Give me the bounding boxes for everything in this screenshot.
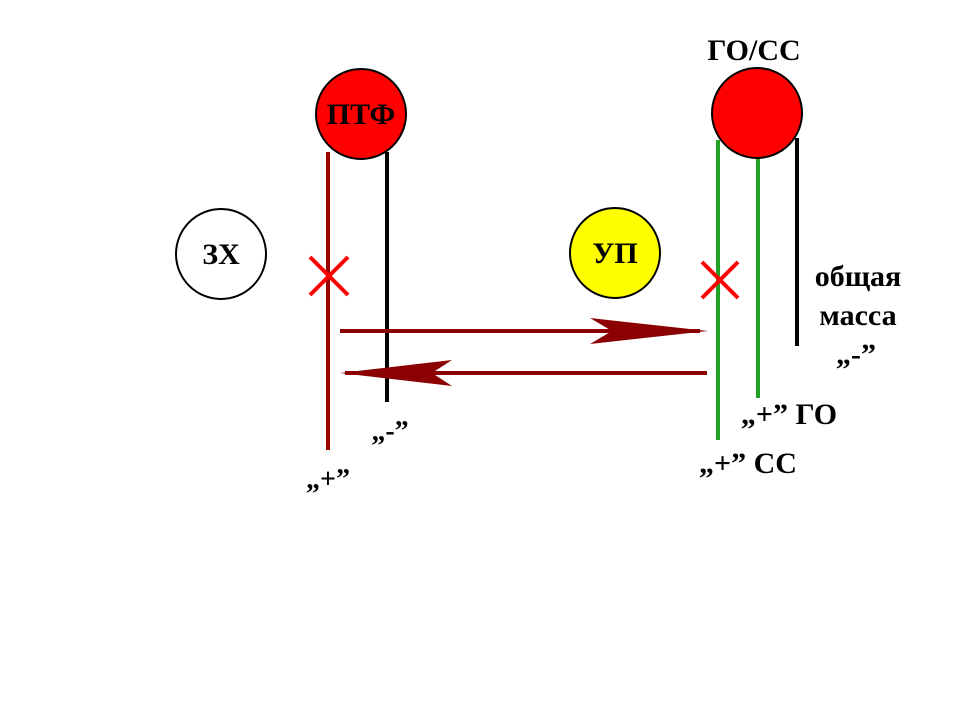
go-ss-circle: [711, 67, 803, 159]
up-circle: [569, 207, 661, 299]
ground-label-line3: „-”: [836, 338, 876, 371]
ptf-node: ПТФ: [315, 68, 407, 160]
arrow-to-right: [340, 318, 708, 344]
cross-mark-ptf: [308, 255, 350, 297]
ptf-minus-label: „-”: [371, 416, 408, 447]
arrow-to-left: [340, 360, 707, 386]
ground-label-line2: масса: [819, 299, 896, 332]
zx-circle: [175, 208, 267, 300]
ground-label-line1: общая: [815, 260, 902, 293]
ptf-circle: [315, 68, 407, 160]
cross-mark-go-ss: [700, 260, 740, 300]
go-ss-node: ГО/СС: [707, 34, 803, 159]
up-node: УП: [569, 207, 661, 299]
ptf-plus-label: „+”: [306, 464, 350, 495]
zx-label: ЗХ: [202, 238, 240, 271]
ss-plus-label: „+” СС: [699, 447, 797, 480]
up-label: УП: [592, 237, 637, 270]
ptf-label: ПТФ: [327, 98, 395, 131]
zx-node: ЗХ: [175, 208, 267, 300]
go-ss-label: ГО/СС: [707, 34, 800, 67]
go-plus-label: „+” ГО: [741, 398, 837, 431]
